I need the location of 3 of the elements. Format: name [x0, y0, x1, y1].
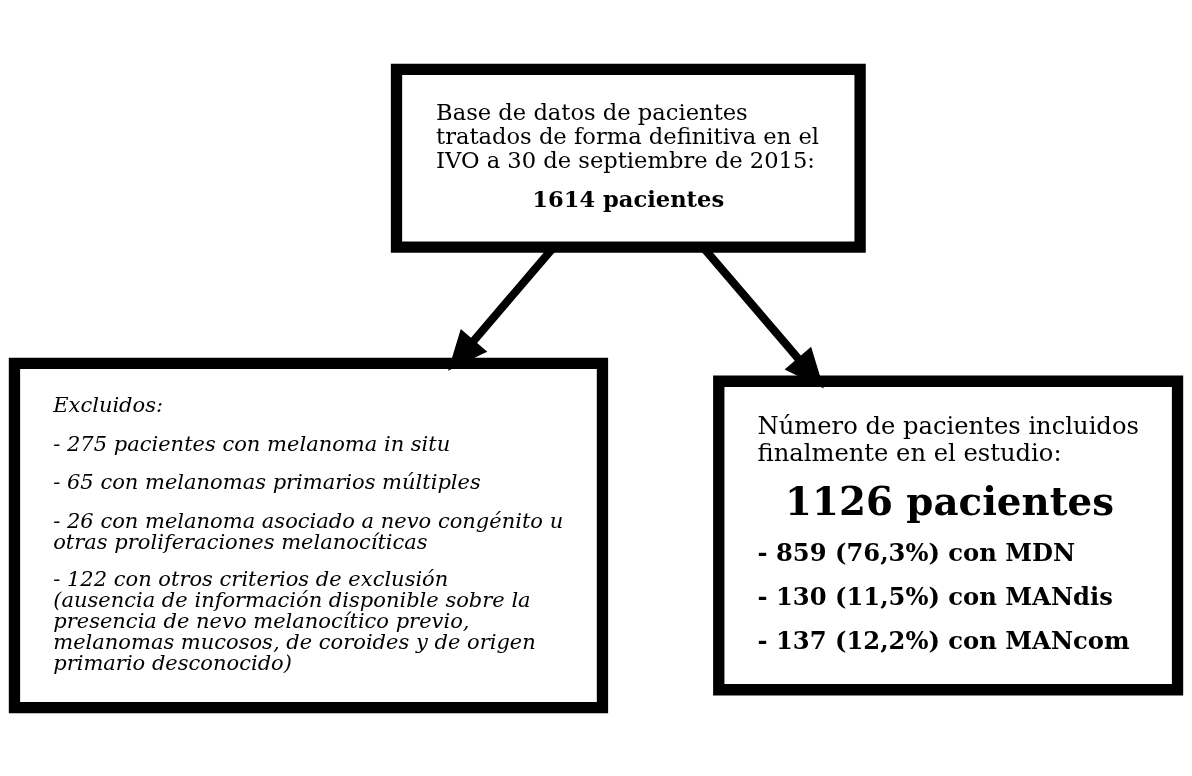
node-box: Número de pacientes incluidos finalmente en el estudio: 1126 pacientes - 859 (76,3%) con MDN - 130 (11,5%) con MANdis - 137 (12,2%) con MANcom	[713, 375, 1184, 695]
node-box: Base de datos de pacientes tratados de forma definitiva en el IVO a 30 de septiembre de 2015: 1614 pacientes	[390, 63, 866, 253]
node-box: Excluidos: - 275 pacientes con melanoma in situ - 65 con melanomas primarios múltiples - 26 con melanoma asociado a nevo congénito u otras proliferaciones melanocíticas - 122 con otros criterios de exclusión (ausencia de información disponible sobre la presencia de nevo melanocítico previo, melanomas mucosos, de coroides y de origen primario desconocido)	[8, 357, 609, 713]
